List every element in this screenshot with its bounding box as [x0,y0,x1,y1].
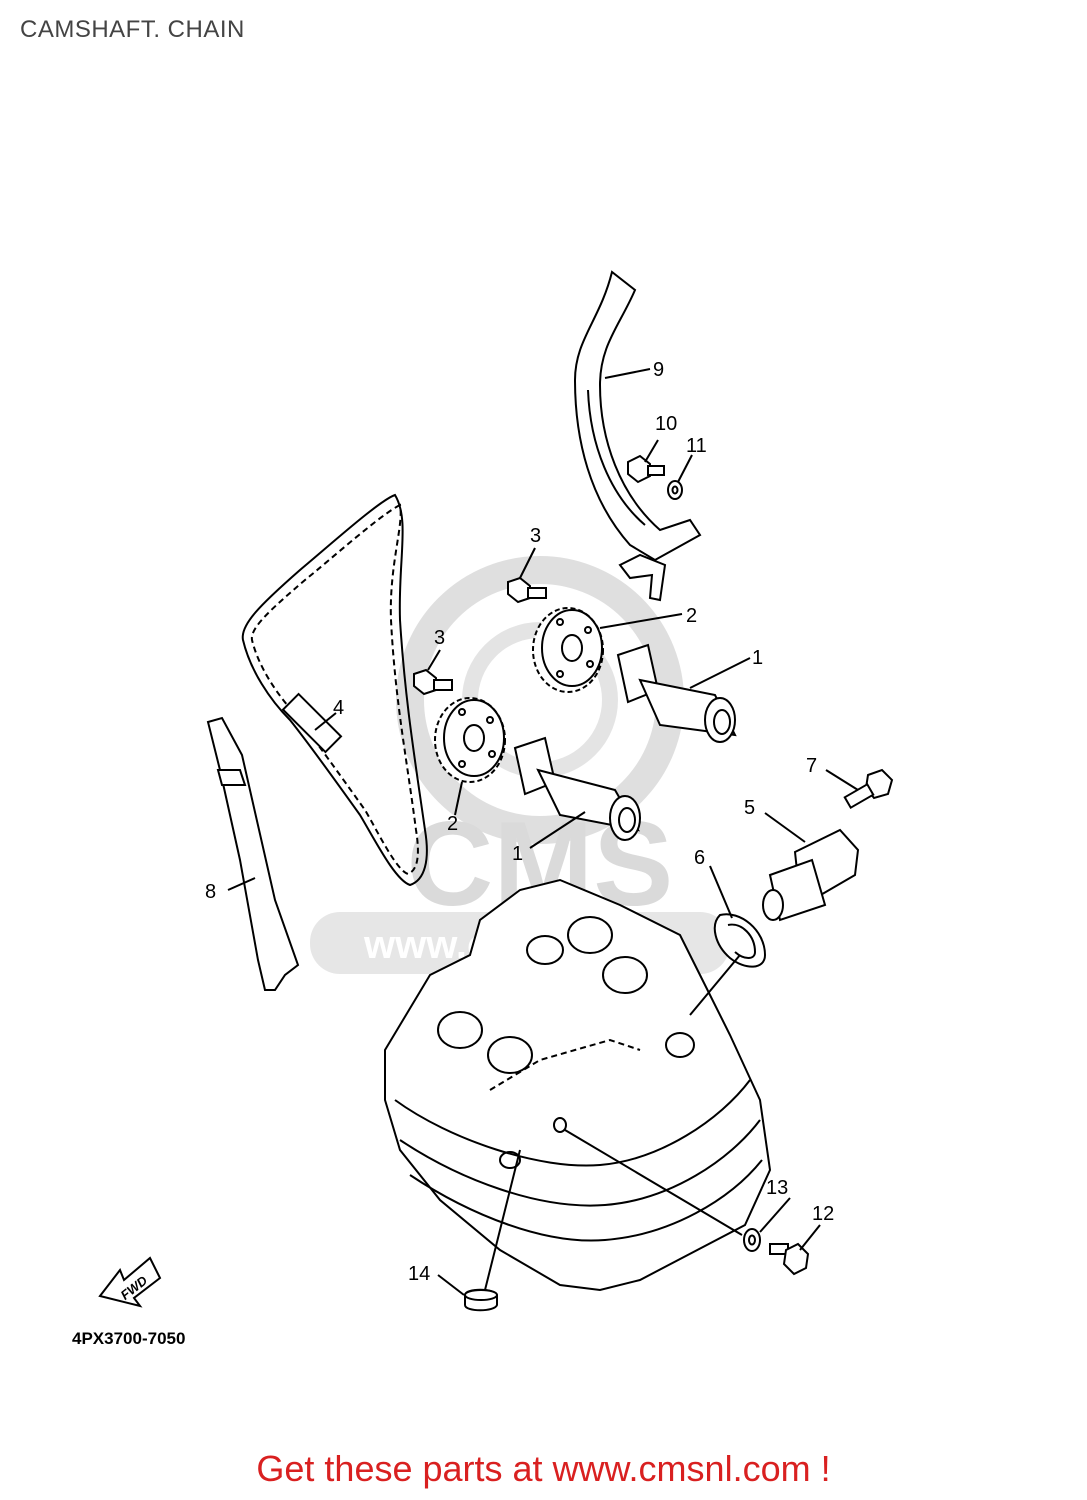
callout-4: 4 [333,697,344,719]
callout-2-upper: 2 [686,605,697,627]
callout-8: 8 [205,881,216,903]
callout-13: 13 [766,1177,788,1199]
callout-14: 14 [408,1263,430,1285]
footer-parts-link[interactable]: Get these parts at www.cmsnl.com ! [256,1448,831,1489]
callout-5: 5 [744,797,755,819]
part-11-washer[interactable] [667,480,683,500]
part-13-washer[interactable] [743,1228,761,1252]
callout-2-lower: 2 [447,813,458,835]
callout-12: 12 [812,1203,834,1225]
callout-6: 6 [694,847,705,869]
cylinder-head [384,878,772,1292]
page-title: CAMSHAFT. CHAIN [20,16,245,43]
callout-10: 10 [655,413,677,435]
part-12-bolt[interactable] [769,1242,810,1276]
part-14-plug[interactable] [464,1288,498,1312]
callout-7: 7 [806,755,817,777]
callout-labels: 1 1 2 2 3 3 4 5 6 7 8 9 10 11 12 13 14 [205,359,834,1285]
callout-3-upper: 3 [530,525,541,547]
part-2-sprocket-lower[interactable] [434,697,506,783]
part-10-bolt[interactable] [627,454,665,484]
part-3-bolt-lower[interactable] [413,668,453,696]
part-1-camshaft-upper[interactable] [616,643,737,743]
part-5-cam-chain-tensioner[interactable] [762,828,860,922]
part-7-tensioner-bolt[interactable] [843,768,894,810]
part-4-cam-chain[interactable] [241,493,428,887]
callout-1-upper: 1 [752,647,763,669]
callout-1-lower: 1 [512,843,523,865]
callout-11: 11 [686,435,707,457]
fwd-arrow-icon: FWD [98,1256,162,1308]
part-1-camshaft-lower[interactable] [513,736,641,841]
part-2-sprocket-upper[interactable] [532,607,604,693]
part-6-gasket[interactable] [713,913,767,968]
callout-3-lower: 3 [434,627,445,649]
diagram-code: 4PX3700-7050 [72,1329,185,1348]
part-8-chain-guide-lower[interactable] [206,716,300,991]
leader-lines [227,368,859,1296]
part-9-chain-guide-upper[interactable] [573,270,702,602]
callout-9: 9 [653,359,664,381]
